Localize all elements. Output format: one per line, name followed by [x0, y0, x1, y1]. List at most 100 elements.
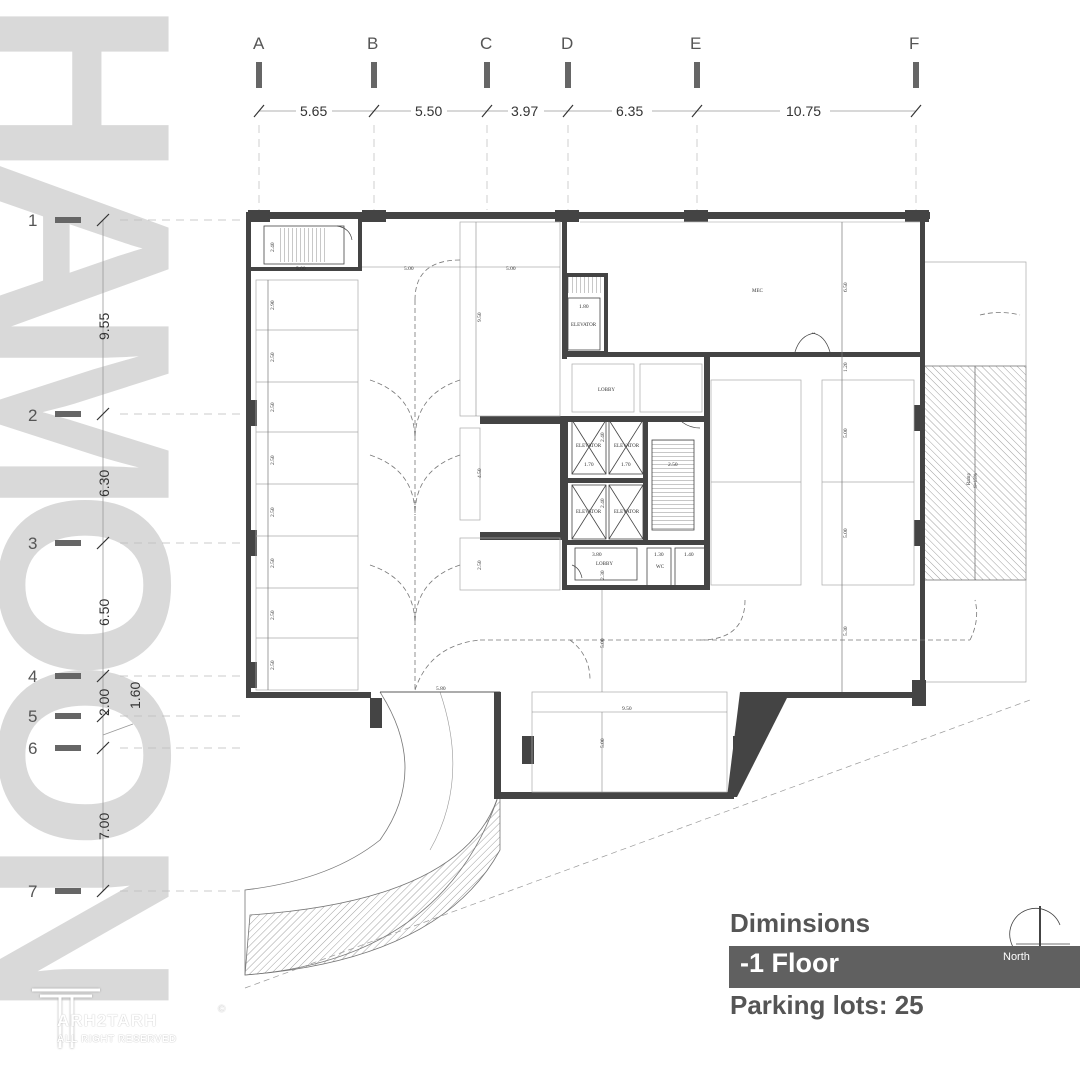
grid-col-label-f: F [909, 34, 919, 53]
wc-width-b-dim: 1.40 [684, 552, 694, 558]
logo-icon [32, 988, 100, 1048]
grid-col-label-b: B [367, 34, 378, 53]
grid-row-spacing-56: 1.60 [127, 682, 143, 709]
grid-row-spacing-12: 9.55 [96, 313, 112, 340]
aisle-top-left-dim: 5.00 [404, 266, 414, 272]
grid-row-spacing-34: 6.50 [96, 599, 112, 626]
grid-col-label-e: E [690, 34, 701, 53]
bottom-depth-dim: 5.00 [600, 738, 606, 748]
mec-label: MEC [752, 289, 764, 294]
panel-parking-count: Parking lots: 25 [730, 990, 924, 1020]
stair-height-dim: 2.40 [270, 242, 276, 252]
doors [336, 225, 831, 579]
ramp-label: Ramp [967, 473, 972, 485]
panel-floor-bar [729, 946, 1080, 988]
elev-pair-b-dim: 1.70 [621, 462, 631, 468]
left-stall-dim-6: 2.50 [270, 558, 276, 568]
left-stall-dim-5: 2.50 [270, 507, 276, 517]
elevator-label-2: ELEVATOR [576, 444, 602, 449]
aisle-center-dim: 5.00 [600, 638, 606, 648]
logo-rights: ALL RIGHT RESERVED [57, 1034, 177, 1045]
row-grid: 1 2 3 4 5 6 7 [28, 211, 240, 901]
elev-depth-b-dim: 2.40 [600, 498, 606, 508]
room-labels: MEC ELEVATOR ELEVATOR ELEVATOR ELEVATOR … [571, 289, 764, 570]
stair-width-dim: 5.00 [296, 266, 306, 272]
elevator-label-4: ELEVATOR [576, 510, 602, 515]
mid-middle-dim: 4.50 [477, 468, 483, 478]
inner-dimensions: 5.00 5.00 2.90 2.50 2.50 2.50 2.50 2.50 … [270, 222, 849, 792]
right-stall-lower-dim: 5.00 [843, 528, 849, 538]
north-label: North [1003, 951, 1030, 963]
grid-col-spacing-bc: 5.50 [415, 103, 442, 119]
grid-row-label-5: 5 [28, 707, 37, 726]
watermark-letter-o1: O [0, 490, 222, 681]
mid-lower-dim: 2.50 [477, 560, 483, 570]
wc-label: WC [656, 565, 665, 570]
watermark-letter-n: N [0, 840, 222, 1017]
left-stall-dim-3: 2.50 [270, 402, 276, 412]
elevator-label-5: ELEVATOR [614, 510, 640, 515]
grid-row-label-2: 2 [28, 406, 37, 425]
driving-paths [369, 259, 1021, 691]
grid-row-spacing-67: 7.00 [96, 813, 112, 840]
logo-copyright: © [218, 1004, 226, 1015]
grid-col-spacing-ef: 10.75 [786, 103, 821, 119]
mec-gap-dim: 1.20 [843, 362, 849, 372]
logo-name: ARH2TARH [57, 1011, 158, 1030]
entry-ramp [244, 691, 501, 976]
column-grid: A B C D E F [253, 34, 922, 210]
grid-row-spacing-23: 6.30 [96, 470, 112, 497]
right-stall-upper-dim: 5.00 [843, 428, 849, 438]
grid-col-spacing-cd: 3.97 [511, 103, 538, 119]
grid-col-label-c: C [480, 34, 492, 53]
elevator-label-1: ELEVATOR [571, 323, 597, 328]
stair-core-width-dim: 2.50 [668, 462, 678, 468]
watermark-letter-h: H [0, 0, 222, 177]
grid-row-label-6: 6 [28, 739, 37, 758]
stair-top-left: 2.40 5.00 [263, 225, 345, 272]
watermark-letter-m: M [0, 310, 222, 514]
ramps: Ramp S=15% [244, 261, 1031, 989]
panel-title: Diminsions [730, 908, 871, 938]
elev-depth-a-dim: 2.40 [600, 432, 606, 442]
logo-mark [32, 988, 100, 1048]
grid-row-label-1: 1 [28, 211, 37, 230]
ramp-entry-dim: 5.80 [436, 686, 446, 692]
left-stall-dim-7: 2.50 [270, 610, 276, 620]
left-stall-dim-2: 2.50 [270, 352, 276, 362]
elev-width-dim: 1.80 [579, 304, 589, 310]
ramp-slope-label: S=15% [974, 473, 979, 488]
bottom-width-dim: 9.50 [622, 706, 632, 712]
grid-col-spacing-ab: 5.65 [300, 103, 327, 119]
lobby-width-dim: 3.80 [592, 552, 602, 558]
lobby-label-upper: LOBBY [598, 388, 615, 393]
grid-col-label-d: D [561, 34, 573, 53]
mid-upper-dim: 9.50 [477, 312, 483, 322]
core [567, 297, 706, 587]
lobby-depth-dim: 2.30 [600, 570, 606, 580]
grid-row-spacing-45: 2.00 [96, 689, 112, 716]
left-stall-dim-4: 2.50 [270, 455, 276, 465]
aisle-top-right-dim: 5.00 [506, 266, 516, 272]
wc-width-a-dim: 1.30 [654, 552, 664, 558]
elevator-label-3: ELEVATOR [614, 444, 640, 449]
grid-row-label-3: 3 [28, 534, 37, 553]
left-stall-dim-8: 2.50 [270, 660, 276, 670]
grid-row-label-7: 7 [28, 882, 37, 901]
elev-pair-a-dim: 1.70 [584, 462, 594, 468]
grid-col-label-a: A [253, 34, 265, 53]
grid-row-label-4: 4 [28, 667, 37, 686]
walls [246, 210, 930, 799]
watermark-letter-o2: O [0, 660, 222, 851]
mec-height-dim: 6.50 [843, 282, 849, 292]
parking-stalls [255, 221, 920, 793]
aisle-right-dim: 5.30 [843, 626, 849, 636]
watermark-letter-a: A [0, 160, 222, 337]
left-stall-dim-1: 2.90 [270, 300, 276, 310]
grid-col-spacing-de: 6.35 [616, 103, 643, 119]
panel-floor-label: -1 Floor [740, 948, 839, 978]
watermark: H A M O O N [0, 0, 222, 1017]
lobby-label-lower: LOBBY [596, 562, 613, 567]
